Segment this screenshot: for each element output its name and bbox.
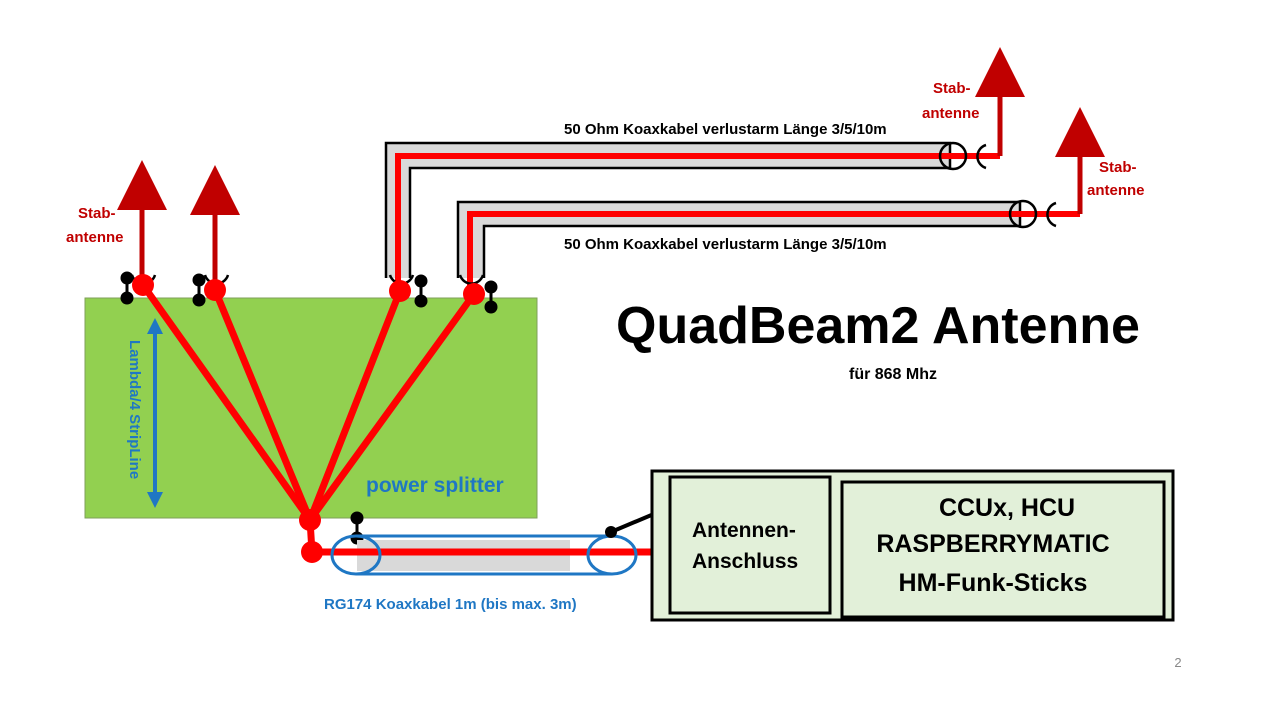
power-splitter-label: power splitter bbox=[366, 474, 504, 497]
device-label-2: RASPBERRYMATIC bbox=[876, 530, 1109, 558]
lambda-label: Lambda/4 StripLine bbox=[126, 340, 143, 479]
ground-clips bbox=[120, 271, 498, 545]
stab-label-left-2: antenne bbox=[66, 229, 124, 246]
power-splitter-board bbox=[84, 297, 538, 519]
stab-label-right-2: antenne bbox=[1087, 182, 1145, 199]
coax-core-bottom bbox=[467, 211, 1080, 290]
page-number: 2 bbox=[1174, 655, 1181, 670]
board-connectors bbox=[130, 274, 485, 285]
device-label-3: HM-Funk-Sticks bbox=[899, 569, 1088, 597]
strip-lines bbox=[139, 281, 478, 556]
antenna-connector-box bbox=[668, 475, 832, 615]
rg174-label: RG174 Koaxkabel 1m (bis max. 3m) bbox=[324, 596, 577, 613]
page-subtitle: für 868 Mhz bbox=[849, 366, 937, 383]
page-title: QuadBeam2 Antenne bbox=[616, 297, 1140, 355]
connector-label-1: Antennen- bbox=[692, 519, 796, 542]
stab-label-left-1: Stab- bbox=[78, 205, 116, 222]
stab-label-top-right-2: antenne bbox=[922, 105, 980, 122]
ground-wire-end bbox=[605, 526, 617, 538]
stab-label-right-1: Stab- bbox=[1099, 159, 1137, 176]
connector-far-bottom bbox=[1008, 199, 1057, 229]
device-label-1: CCUx, HCU bbox=[939, 494, 1075, 522]
coax-core-top bbox=[395, 153, 1000, 290]
stab-label-top-right-1: Stab- bbox=[933, 80, 971, 97]
device-box bbox=[840, 480, 1166, 619]
rg174-outline bbox=[356, 534, 612, 576]
connector-label-2: Anschluss bbox=[692, 550, 798, 573]
cable-label-bottom: 50 Ohm Koaxkabel verlustarm Länge 3/5/10… bbox=[564, 236, 887, 253]
cable-label-top: 50 Ohm Koaxkabel verlustarm Länge 3/5/10… bbox=[564, 121, 887, 138]
strip-nodes bbox=[132, 274, 485, 531]
connector-far-top bbox=[938, 141, 987, 171]
rg174-node-left bbox=[301, 541, 323, 563]
lambda-arrow bbox=[147, 318, 163, 508]
